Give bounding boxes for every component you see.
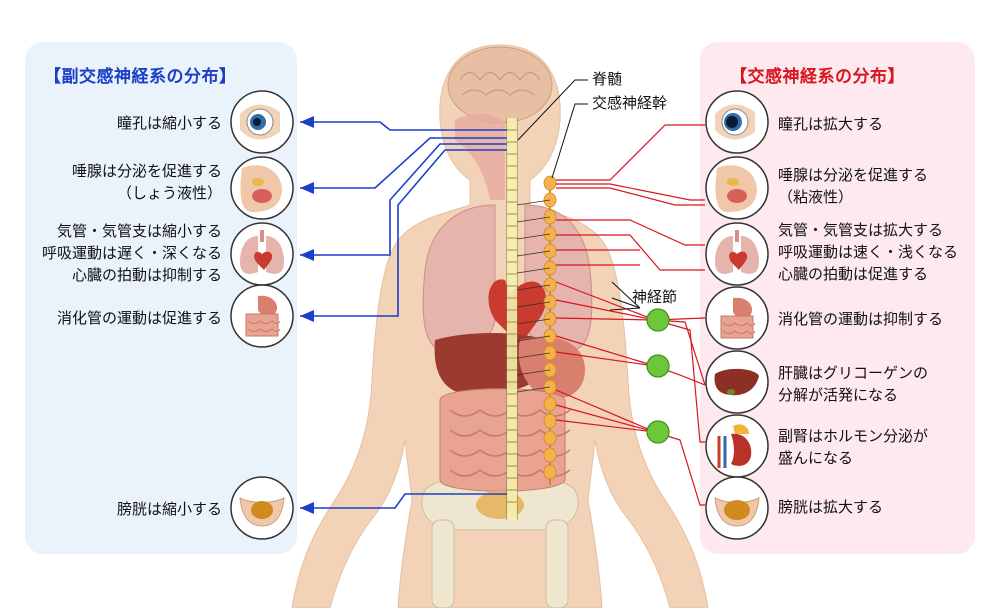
eye-icon [705, 90, 769, 154]
ganglion-label: 神経節 [632, 288, 678, 306]
sympathetic-trunk-label: 交感神経幹 [592, 94, 668, 112]
liver-icon [705, 350, 769, 414]
parasympathetic-arrowheads [300, 116, 314, 514]
ganglion-1 [646, 308, 670, 332]
pharynx [455, 113, 505, 200]
salivary-gland-icon [705, 156, 769, 220]
para-effect-digestive: 消化管の運動は促進する [56, 309, 222, 327]
digestive-tract-icon [230, 284, 294, 348]
parasympathetic-title: 【副交感神経系の分布】 [44, 67, 237, 87]
bladder-icon [230, 476, 294, 540]
spinal-cord [506, 118, 518, 520]
para-effect-pupil: 瞳孔は縮小する [116, 114, 222, 132]
bladder-icon [705, 476, 769, 540]
eye-icon [230, 90, 294, 154]
symp-effect-adrenal: 副腎はホルモン分泌が 盛んになる [778, 427, 929, 467]
para-effect-respiratory: 気管・気管支は縮小する 呼吸運動は遅く・深くなる 心臓の拍動は抑制する [41, 222, 222, 284]
body-silhouette [291, 44, 709, 608]
symp-effect-pupil: 瞳孔は拡大する [778, 115, 884, 133]
ganglion-3 [646, 420, 670, 444]
symp-effect-salivary: 唾腺は分泌を促進する （粘液性） [778, 166, 929, 206]
annotation-leaders [517, 79, 641, 311]
sympathetic-title: 【交感神経系の分布】 [730, 67, 905, 87]
lungs-heart-icon [705, 222, 769, 286]
spinal-cord-label: 脊髄 [592, 70, 623, 88]
parasympathetic-nerves [300, 121, 507, 509]
para-effect-salivary: 唾腺は分泌を促進する （しょう液性） [71, 162, 222, 202]
right-icons [705, 90, 769, 540]
adrenal-kidney-icon [705, 414, 769, 478]
lungs-heart-icon [230, 222, 294, 286]
brain [447, 46, 553, 124]
digestive-tract-icon [705, 286, 769, 350]
ganglia [646, 308, 670, 444]
symp-effect-liver: 肝臓はグリコーゲンの 分解が活発になる [778, 364, 929, 404]
salivary-gland-icon [230, 156, 294, 220]
left-icons [230, 90, 294, 540]
symp-effect-respiratory: 気管・気管支は拡大する 呼吸運動は速く・浅くなる 心臓の拍動は促進する [778, 221, 959, 283]
trunk-connectors [516, 199, 551, 393]
sympathetic-trunk [543, 175, 557, 485]
para-effect-bladder: 膀胱は縮小する [116, 500, 222, 518]
symp-effect-digestive: 消化管の運動は抑制する [778, 310, 944, 328]
ganglion-2 [646, 354, 670, 378]
symp-effect-bladder: 膀胱は拡大する [778, 498, 884, 516]
